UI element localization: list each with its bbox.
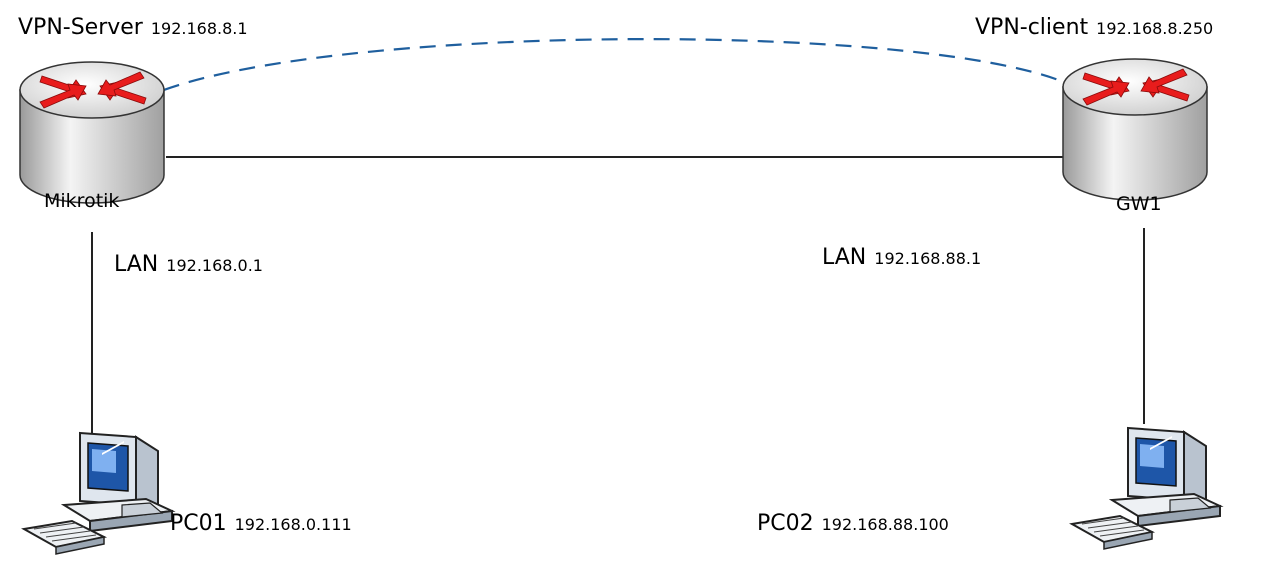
- pc-right-label: PC02 192.168.88.100: [757, 513, 949, 535]
- lan-right-ip: 192.168.88.1: [874, 249, 982, 268]
- vpn-server-name: VPN-Server: [18, 15, 143, 40]
- lan-right-name: LAN: [822, 245, 867, 270]
- computer-icon: [23, 432, 173, 555]
- vpn-client-label: VPN-client 192.168.8.250: [975, 17, 1213, 39]
- pc-left-ip: 192.168.0.111: [234, 515, 352, 534]
- pc-left-name: PC01: [170, 511, 227, 536]
- pc-left-label: PC01 192.168.0.111: [170, 513, 352, 535]
- pc-right-name: PC02: [757, 511, 814, 536]
- router-left-label: Mikrotik: [44, 190, 120, 212]
- vpn-client-name: VPN-client: [975, 15, 1089, 40]
- lan-left-name: LAN: [114, 252, 159, 277]
- lan-left-ip: 192.168.0.1: [166, 256, 263, 275]
- pc-right-ip: 192.168.88.100: [821, 515, 949, 534]
- lan-right-label: LAN 192.168.88.1: [822, 247, 981, 269]
- router-icon: [1062, 58, 1208, 201]
- computer-icon: [1071, 427, 1221, 550]
- lan-left-label: LAN 192.168.0.1: [114, 254, 263, 276]
- vpn-server-label: VPN-Server 192.168.8.1: [18, 17, 248, 39]
- vpn-tunnel-link: [139, 38, 1086, 101]
- router-right-label: GW1: [1116, 193, 1162, 215]
- router-icon: [19, 61, 165, 204]
- vpn-client-ip: 192.168.8.250: [1096, 19, 1214, 38]
- vpn-server-ip: 192.168.8.1: [150, 19, 248, 38]
